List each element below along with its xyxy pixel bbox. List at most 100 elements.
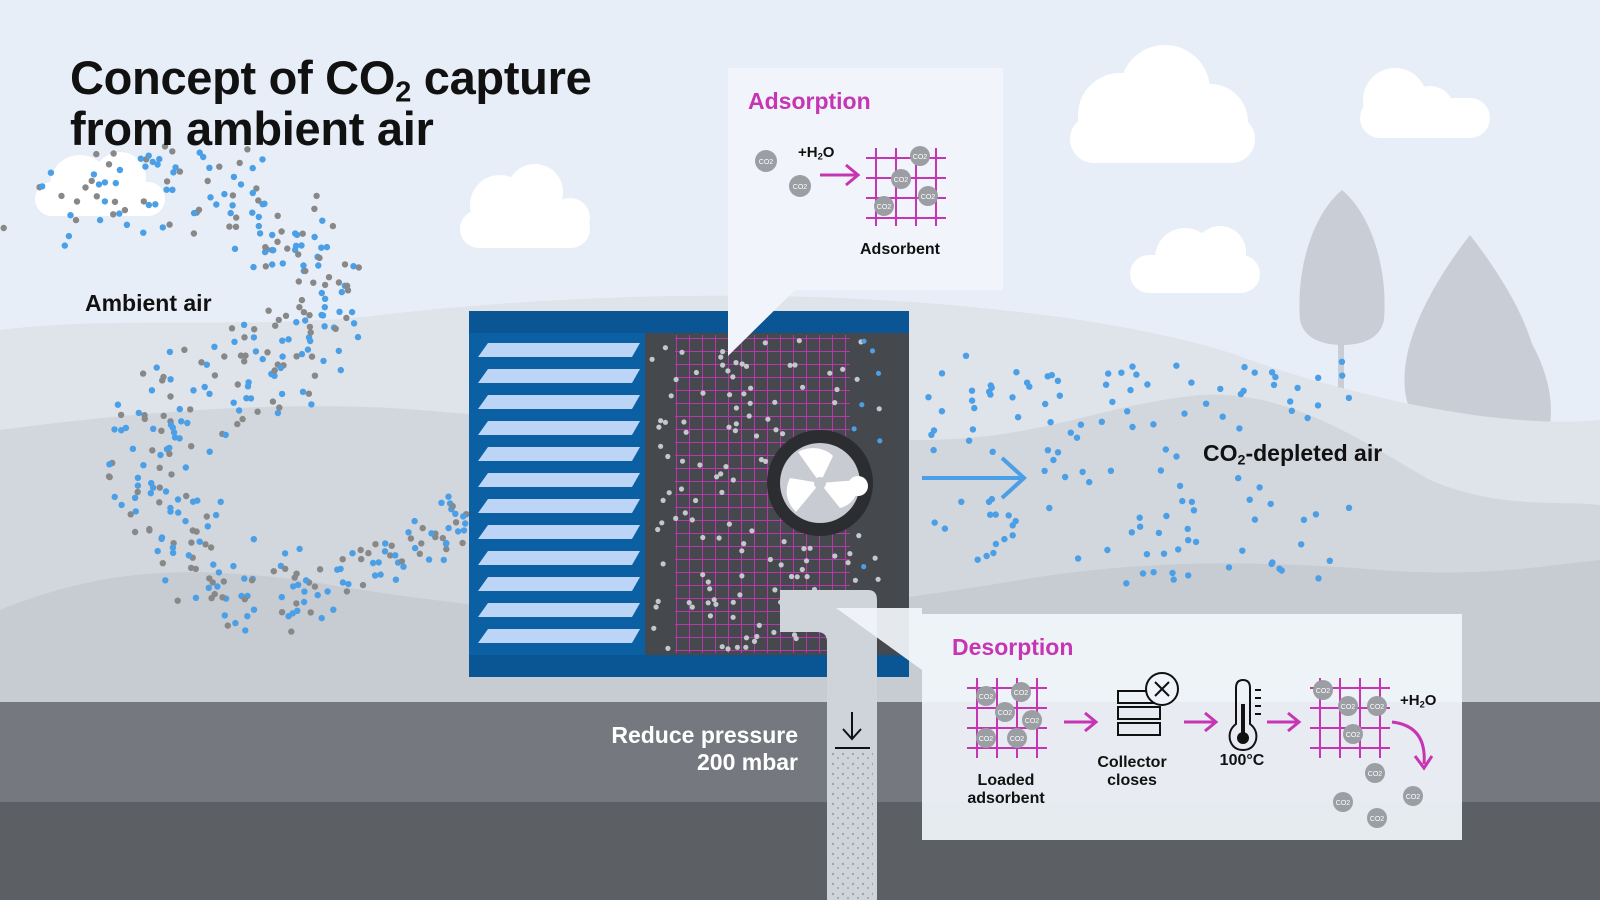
air-molecule: [111, 426, 118, 433]
co2-molecule: [658, 418, 664, 424]
air-molecule: [440, 556, 447, 564]
co2-molecule: [720, 349, 726, 355]
air-molecule: [142, 163, 149, 170]
air-molecule: [1276, 565, 1283, 572]
air-molecule: [278, 593, 285, 601]
air-molecule: [131, 494, 139, 501]
air-molecule: [1133, 371, 1140, 378]
co2-molecule: [228, 325, 236, 332]
co2-molecule: [93, 193, 101, 200]
air-molecule: [300, 598, 308, 606]
co2-molecule: [681, 419, 687, 425]
air-molecule: [176, 435, 183, 442]
air-molecule: [1128, 529, 1136, 536]
air-molecule: [875, 370, 882, 376]
air-molecule: [182, 464, 189, 471]
co2-molecule: [872, 555, 878, 561]
co2-molecule: [357, 546, 364, 554]
co2-molecule: [716, 535, 722, 541]
air-molecule: [123, 221, 131, 228]
air-molecule: [1074, 555, 1082, 562]
air-molecule: [217, 498, 224, 505]
air-molecule: [247, 395, 255, 402]
co2-molecule: [308, 353, 316, 360]
air-molecule: [925, 394, 932, 401]
co2-molecule: [452, 519, 460, 526]
adsorption-panel: Adsorption CO2 CO2 CO2 CO2 CO2 CO2: [728, 68, 1003, 290]
co2-molecule: [733, 405, 740, 411]
air-molecule: [987, 511, 994, 518]
air-molecule: [337, 366, 344, 374]
air-molecule: [318, 289, 325, 297]
air-molecule: [989, 448, 996, 455]
air-molecule: [185, 552, 192, 559]
co2-molecule: [276, 404, 283, 411]
air-molecule: [348, 308, 356, 316]
air-molecule: [230, 399, 237, 406]
air-molecule: [241, 575, 248, 582]
air-molecule: [462, 520, 469, 527]
co2-molecule: [707, 613, 714, 619]
air-molecule: [153, 364, 160, 371]
co2-molecule: [733, 360, 739, 366]
co2-molecule: [300, 309, 308, 316]
air-molecule: [1236, 425, 1243, 432]
air-molecule: [1176, 482, 1184, 490]
air-molecule: [1338, 358, 1346, 365]
co2-molecule: [718, 354, 724, 360]
co2-molecule: [743, 644, 749, 650]
louver-slat: [478, 551, 640, 565]
co2-molecule: [293, 600, 300, 607]
temperature-caption: 100°C: [1219, 752, 1265, 769]
air-molecule: [122, 424, 130, 432]
air-molecule: [1162, 446, 1170, 453]
svg-text:CO2: CO2: [1370, 816, 1385, 823]
co2-molecule: [161, 143, 169, 150]
air-molecule: [1298, 541, 1305, 548]
air-molecule: [250, 606, 258, 613]
co2-molecule: [134, 488, 141, 496]
co2-molecule: [804, 574, 810, 580]
air-molecule: [1023, 379, 1031, 386]
svg-text:CO2: CO2: [1346, 732, 1361, 739]
air-molecule: [167, 421, 175, 428]
co2-molecule: [660, 561, 666, 567]
air-molecule: [290, 583, 297, 590]
co2-molecule: [167, 393, 174, 400]
co2-molecule: [278, 609, 286, 616]
air-molecule: [1109, 398, 1116, 406]
air-molecule: [1150, 569, 1157, 576]
co2-molecule: [781, 539, 787, 545]
air-molecule: [941, 525, 949, 532]
co2-molecule: [711, 597, 717, 603]
co2-molecule: [146, 525, 153, 533]
co2-molecule: [295, 278, 302, 285]
co2-molecule: [306, 323, 314, 331]
co2-molecule: [241, 596, 248, 603]
co2-molecule: [166, 450, 173, 457]
air-molecule: [249, 209, 256, 216]
co2-molecule: CO2: [1343, 724, 1363, 744]
air-molecule: [298, 350, 306, 358]
co2-molecule: [275, 316, 282, 324]
desorption-water-label: +H2O: [1400, 692, 1437, 710]
air-molecule: [250, 334, 258, 341]
co2-molecule: [105, 161, 113, 168]
co2-molecule: [149, 447, 156, 454]
co2-molecule: [653, 604, 659, 610]
air-molecule: [259, 355, 266, 363]
air-molecule: [135, 409, 142, 417]
co2-molecule: CO2: [874, 196, 894, 216]
co2-molecule: [725, 646, 731, 652]
air-molecule: [166, 348, 174, 356]
co2-molecule: [832, 400, 838, 406]
air-molecule: [192, 594, 200, 601]
desorption-graphic: CO2 CO2 CO2 CO2 CO2 CO2: [967, 672, 1434, 828]
co2-molecule: [72, 216, 80, 224]
co2-molecule: [224, 622, 231, 629]
co2-molecule: [127, 511, 134, 518]
air-molecule: [1173, 453, 1180, 460]
co2-molecule: [734, 644, 741, 650]
air-molecule: [190, 387, 197, 394]
co2-molecule: [718, 471, 724, 477]
